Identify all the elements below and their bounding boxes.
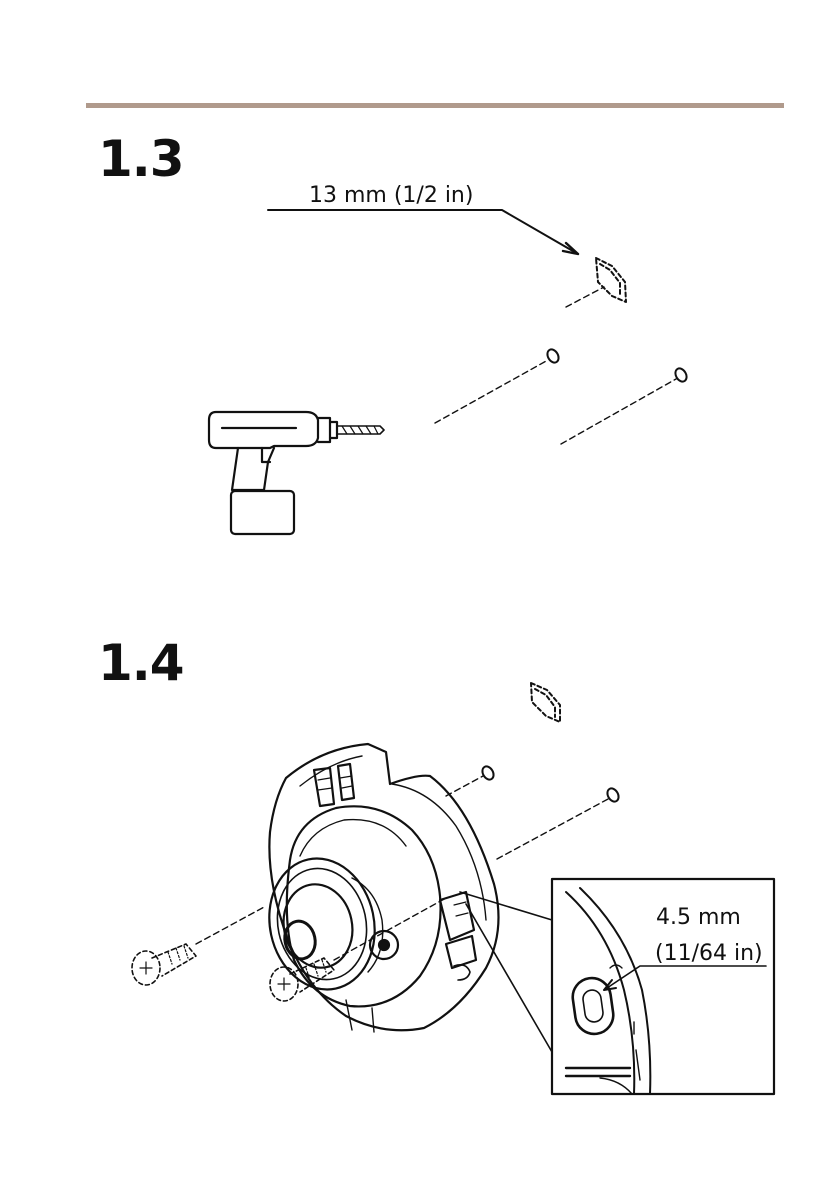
detail-label-line2: (11/64 in) <box>655 941 763 966</box>
callout-line-top <box>460 892 552 920</box>
screw-icon <box>132 906 266 985</box>
drill-icon <box>209 412 337 534</box>
screw-hole-upper <box>446 764 496 796</box>
drill-hole-lower <box>561 366 689 444</box>
measure-label: 13 mm (1/2 in) <box>309 183 473 208</box>
dome-camera-icon <box>257 744 498 1032</box>
detail-callout-icon: 4.5 mm (11/64 in) <box>552 879 774 1094</box>
wall-plug-icon-2 <box>531 683 560 722</box>
wall-plug-icon <box>566 258 626 307</box>
screw-hole-lower <box>497 786 621 859</box>
drill-hole-upper <box>435 347 561 423</box>
drill-bit-icon <box>337 426 384 434</box>
measure-callout: 13 mm (1/2 in) <box>268 183 578 254</box>
detail-label-line1: 4.5 mm <box>656 905 741 930</box>
screw-icon-2 <box>270 898 446 1001</box>
